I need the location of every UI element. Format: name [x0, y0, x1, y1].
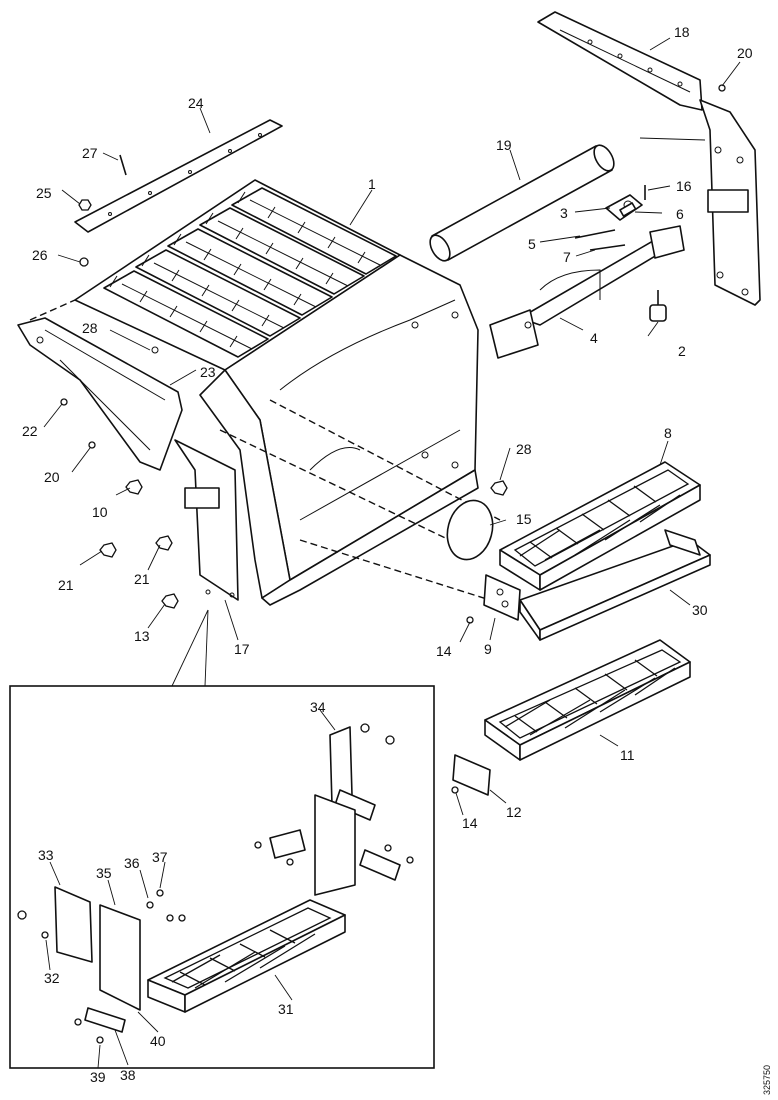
callout-40: 40	[150, 1033, 166, 1049]
top-grating	[103, 187, 397, 358]
tube	[429, 144, 615, 262]
small-bracket	[452, 754, 491, 796]
inset-plate-clip	[269, 829, 306, 859]
left-mount-bracket	[17, 317, 183, 471]
callout-5: 5	[528, 236, 536, 252]
callout-27: 27	[82, 145, 98, 161]
callout-10: 10	[92, 504, 108, 520]
assembly-line	[299, 539, 491, 601]
detail-inset	[17, 709, 414, 1069]
inset-step	[147, 899, 346, 1013]
callout-labels: 1 2 3 4 5 6 7 8 9 10 11 12 13 14 14 15 1…	[22, 24, 753, 1085]
callout-15: 15	[516, 511, 532, 527]
callout-6: 6	[676, 206, 684, 222]
bolt	[589, 244, 626, 251]
callout-19: 19	[496, 137, 512, 153]
fender-body	[74, 179, 479, 606]
assembly-line	[29, 299, 76, 321]
callout-1: 1	[368, 176, 376, 192]
callout-9: 9	[484, 641, 492, 657]
inset-fasteners	[17, 723, 414, 1044]
inset-leader	[204, 609, 209, 687]
callout-28a: 28	[82, 320, 98, 336]
callout-13: 13	[134, 628, 150, 644]
figure-code: 325750	[762, 1065, 772, 1095]
upper-step	[499, 461, 701, 591]
callout-4: 4	[590, 330, 598, 346]
fasteners	[60, 84, 726, 794]
callout-7: 7	[563, 249, 571, 265]
inset-leader	[171, 609, 209, 687]
knob-fastener	[649, 290, 667, 322]
support-plate	[174, 439, 239, 601]
callout-21a: 21	[58, 577, 74, 593]
callout-37: 37	[152, 849, 168, 865]
lower-step	[484, 639, 691, 761]
assembly-line	[219, 429, 461, 546]
detail-inset-frame	[9, 685, 435, 1069]
inset-plate-35	[99, 904, 141, 1011]
callout-3: 3	[560, 205, 568, 221]
callout-24: 24	[188, 95, 204, 111]
callout-30: 30	[692, 602, 708, 618]
callout-33: 33	[38, 847, 54, 863]
inset-plate-clip	[359, 849, 401, 881]
top-bracket-strip	[74, 119, 283, 233]
bolt	[574, 229, 616, 239]
leader-line	[639, 137, 706, 141]
callout-35: 35	[96, 865, 112, 881]
callout-25: 25	[36, 185, 52, 201]
callout-14b: 14	[462, 815, 478, 831]
cover-disc	[446, 499, 494, 561]
mount-plate	[483, 574, 521, 621]
callout-28b: 28	[516, 441, 532, 457]
mudflap-panel	[699, 99, 761, 306]
callout-38: 38	[120, 1067, 136, 1083]
callout-36: 36	[124, 855, 140, 871]
callout-8: 8	[664, 425, 672, 441]
callout-31: 31	[278, 1001, 294, 1017]
callout-11: 11	[620, 747, 635, 763]
callout-23: 23	[200, 364, 216, 380]
inset-plate-34b	[334, 789, 376, 821]
callout-32: 32	[44, 970, 60, 986]
callout-12: 12	[506, 804, 522, 820]
mudguard-upper-bracket	[537, 11, 703, 111]
callout-16: 16	[676, 178, 692, 194]
inset-leader-lines	[45, 709, 336, 1069]
callout-39: 39	[90, 1069, 106, 1085]
callout-18: 18	[674, 24, 690, 40]
callout-26: 26	[32, 247, 48, 263]
callout-22: 22	[22, 423, 38, 439]
leader-lines	[43, 37, 741, 816]
callout-2: 2	[678, 343, 686, 359]
callout-34: 34	[310, 699, 326, 715]
mounting-rail	[489, 225, 685, 359]
callout-14a: 14	[436, 643, 452, 659]
spacer	[619, 202, 637, 217]
callout-21b: 21	[134, 571, 150, 587]
callout-20b: 20	[44, 469, 60, 485]
callout-17: 17	[234, 641, 250, 657]
step-channel	[519, 529, 711, 641]
inset-plate-33	[54, 886, 93, 963]
callout-20a: 20	[737, 45, 753, 61]
inset-plate-38	[84, 1007, 126, 1033]
inset-plate-main	[314, 794, 356, 896]
